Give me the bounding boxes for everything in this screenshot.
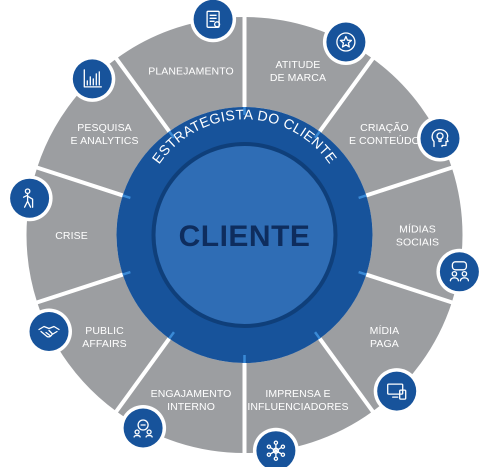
segment-separator xyxy=(316,335,376,415)
segment-label-line: ENGAJAMENTO xyxy=(151,388,232,400)
segment-label-line: INFLUENCIADORES xyxy=(247,401,348,413)
document-icon-glyph xyxy=(206,10,221,28)
segment-label-line: MÍDIA xyxy=(370,324,400,337)
team-icon-glyph xyxy=(133,419,153,438)
segment-3 xyxy=(319,274,452,412)
segment-label-line: MÍDIAS xyxy=(399,223,436,236)
star-badge-icon-glyph xyxy=(336,32,356,52)
ring-tick xyxy=(122,194,131,200)
devices-icon-glyph xyxy=(387,383,407,400)
segment-label: PLANEJAMENTO xyxy=(148,65,234,77)
segment-separator xyxy=(113,335,173,415)
segment-6 xyxy=(37,274,170,412)
people-chat-icon-glyph xyxy=(449,261,470,282)
segment-1 xyxy=(319,58,452,196)
network-icon xyxy=(252,427,299,467)
separators-layer xyxy=(34,15,455,455)
segment-label-line: E CONTEÚDO xyxy=(349,134,420,147)
bar-chart-icon xyxy=(69,55,116,102)
elderly-person-icon-glyph xyxy=(22,188,34,208)
elderly-person-icon xyxy=(6,175,53,222)
segment-separator xyxy=(363,165,455,198)
segment-9 xyxy=(116,17,245,132)
ring-tick xyxy=(122,270,131,276)
segment-4 xyxy=(244,338,373,453)
icons-layer xyxy=(6,0,483,467)
segment-separator xyxy=(363,272,455,305)
ring-tick xyxy=(314,331,321,340)
segment-label-line: E ANALYTICS xyxy=(71,135,139,147)
head-lightbulb-icon-glyph xyxy=(431,128,449,148)
document-icon xyxy=(190,0,237,43)
segment-label-line: ATITUDE xyxy=(276,59,321,71)
ring-tick xyxy=(314,130,321,139)
segment-label: CRISE xyxy=(55,230,88,242)
segment-label-line: PESQUISA xyxy=(77,122,131,134)
people-chat-icon xyxy=(436,248,483,295)
segment-label-line: AFFAIRS xyxy=(82,338,126,350)
client-center-circle xyxy=(155,146,334,324)
center-layer: CLIENTE xyxy=(155,146,334,324)
star-badge-icon xyxy=(322,19,369,65)
segment-label-line: PUBLIC xyxy=(85,325,124,337)
segment-separator xyxy=(113,55,173,135)
segment-label-line: IMPRENSA E xyxy=(265,388,330,400)
segment-label-line: PLANEJAMENTO xyxy=(148,65,234,77)
segment-separator xyxy=(34,165,126,198)
bar-chart-icon-glyph xyxy=(83,69,102,88)
segment-separator xyxy=(316,55,376,135)
devices-icon xyxy=(373,368,420,415)
segment-label-line: INTERNO xyxy=(167,401,215,413)
segment-label-line: PAGA xyxy=(370,338,399,350)
segment-label-line: CRISE xyxy=(55,230,88,242)
handshake-icon-glyph xyxy=(38,325,60,338)
segment-separator xyxy=(34,272,126,305)
ring-tick xyxy=(168,130,175,139)
segment-label-line: CRIAÇÃO xyxy=(360,121,409,134)
ring-tick xyxy=(358,270,367,276)
segment-8 xyxy=(37,58,170,196)
handshake-icon xyxy=(26,308,72,355)
team-icon xyxy=(120,405,167,451)
ring-ticks-layer xyxy=(122,107,367,363)
ring-tick xyxy=(358,194,367,200)
client-center-label: CLIENTE xyxy=(179,220,311,253)
ring-tick xyxy=(168,331,175,340)
network-icon-glyph xyxy=(266,440,286,461)
segment-label-line: DE MARCA xyxy=(270,72,326,84)
segment-label-line: SOCIAIS xyxy=(396,237,439,249)
head-lightbulb-icon xyxy=(417,115,463,162)
